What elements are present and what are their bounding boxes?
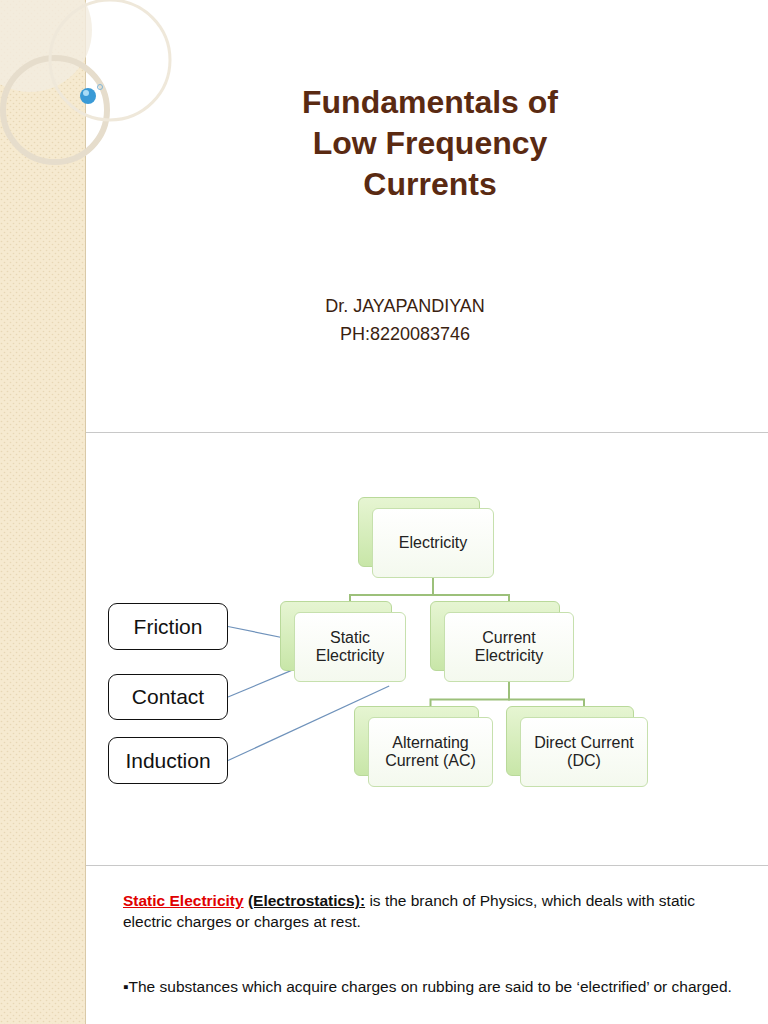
hierarchy-box: Direct Current (DC) <box>520 717 648 787</box>
bullet-text: ▪The substances which acquire charges on… <box>123 978 732 995</box>
deco-dot <box>80 88 96 104</box>
leader-line <box>228 669 294 697</box>
author-text: Dr. JAYAPANDIYAN <box>255 296 555 317</box>
node-text: Alternating Current (AC) <box>376 734 485 771</box>
node-text: Direct Current (DC) <box>528 734 640 771</box>
deco-ring <box>3 58 107 162</box>
definition-text: Static Electricity <box>123 892 244 909</box>
hierarchy-box: Electricity <box>372 508 494 578</box>
source-box: Induction <box>108 737 228 784</box>
bullet-paragraph: ▪The substances which acquire charges on… <box>123 976 738 997</box>
hierarchy-box: Alternating Current (AC) <box>368 717 493 787</box>
deco-ring <box>50 0 170 120</box>
deco-dot <box>83 90 89 96</box>
source-box: Contact <box>108 674 228 720</box>
hierarchy-box: Current Electricity <box>444 612 574 682</box>
slide-divider <box>86 865 768 866</box>
slide-divider <box>86 432 768 433</box>
node-text: Induction <box>125 749 210 773</box>
author-text: PH:8220083746 <box>255 324 555 345</box>
slide-title: Fundamentals of Low Frequency Currents <box>300 82 560 205</box>
source-box: Friction <box>108 603 228 650</box>
side-band <box>0 0 85 1024</box>
definition-text: (Electrostatics): <box>248 892 365 909</box>
node-text: Static Electricity <box>302 629 398 666</box>
node-text: Current Electricity <box>452 629 566 666</box>
node-text: Electricity <box>399 534 467 552</box>
body-paragraph: Static Electricity (Electrostatics): is … <box>123 890 738 932</box>
hierarchy-box: Static Electricity <box>294 612 406 682</box>
node-text: Friction <box>134 615 203 639</box>
node-text: Contact <box>132 685 204 709</box>
